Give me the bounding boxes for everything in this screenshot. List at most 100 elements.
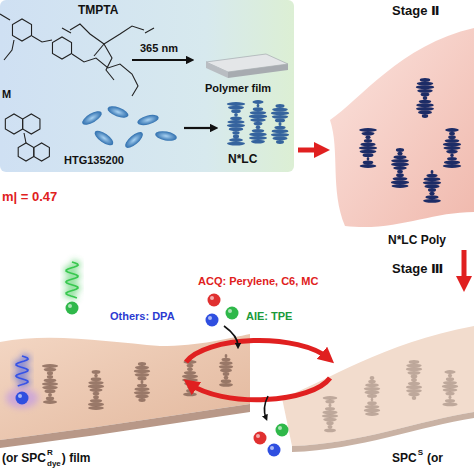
- helix-stack-part: [406, 389, 422, 393]
- cycle-arrow-part: [186, 340, 328, 362]
- helix-stack-part: [444, 370, 455, 374]
- helix-stack-part: [443, 388, 458, 392]
- helix-stack-part: [234, 113, 238, 117]
- dye-molecule-part: [226, 307, 239, 320]
- helix-stack-part: [220, 369, 232, 373]
- material-label: N*LC: [228, 153, 257, 167]
- dye-molecule-part: [278, 426, 282, 430]
- helix-stack-part: [322, 414, 338, 418]
- helix-stack-part: [411, 375, 418, 379]
- chemical-structure-part: [4, 40, 14, 60]
- helix-stack-part: [271, 133, 289, 137]
- helix-stack-part: [363, 153, 374, 157]
- helix-stack-part: [249, 133, 267, 137]
- helix-stack-part: [365, 412, 379, 416]
- helix-stack-part: [359, 128, 377, 132]
- helix-stack-part: [391, 181, 409, 185]
- helix-stack-part: [409, 360, 420, 364]
- helix-stack-part: [325, 407, 335, 411]
- helix-stack-part: [223, 372, 230, 376]
- helix-stack-part: [411, 378, 417, 382]
- helix-stack-part: [365, 135, 370, 139]
- polymer-film-slab-part: [228, 64, 288, 78]
- helix-stack-part: [408, 393, 419, 397]
- helix-stack-part: [44, 389, 55, 393]
- helix-stack-part: [92, 370, 101, 374]
- helix-stack-part: [323, 418, 336, 422]
- helix-stack-part: [272, 129, 289, 133]
- helix-stack-part: [431, 170, 434, 174]
- helix-stack-part: [396, 148, 404, 152]
- helix-stack-part: [416, 107, 434, 111]
- helix-stack-part: [256, 125, 261, 129]
- chemical-structure-part: [0, 14, 10, 20]
- helix-stack-part: [397, 152, 402, 156]
- helix-stack-part: [275, 104, 284, 108]
- helix-stack-part: [360, 143, 375, 147]
- helix-stack-part: [423, 181, 441, 185]
- helix-stack-part: [326, 421, 333, 425]
- helix-stack-part: [90, 399, 102, 403]
- dye-molecule-part: [16, 392, 29, 405]
- helix-stack-part: [184, 371, 196, 375]
- helix-stack-part: [88, 406, 104, 410]
- dye-molecule-part: [256, 434, 260, 438]
- polymer-sheet-part: [330, 28, 474, 227]
- structure-label: M: [2, 88, 11, 101]
- helix-stack-part: [186, 389, 194, 393]
- helix-stack-part: [228, 106, 244, 110]
- helix-stack-part: [88, 381, 103, 385]
- helix-stack-part: [44, 379, 57, 383]
- helix-stack-part: [406, 364, 421, 368]
- process-arrow-part: [184, 127, 214, 129]
- helix-stack-part: [134, 391, 150, 395]
- helix-stack-part: [219, 383, 233, 387]
- stage-one-panel: [0, 0, 294, 172]
- helix-stack-part: [183, 393, 197, 397]
- helix-stack-part: [442, 403, 457, 407]
- dye-molecule-part: [68, 304, 72, 308]
- helix-stack-part: [227, 124, 245, 128]
- helix-stack-part: [224, 376, 229, 380]
- helix-stack-part: [225, 354, 228, 358]
- film-label: SPC: [392, 452, 417, 466]
- helix-stack-part: [412, 396, 417, 400]
- helix-stack-part: [416, 103, 434, 107]
- chiral-dopant-lens-part: [106, 104, 130, 120]
- material-label: Polymer film: [205, 82, 271, 95]
- helix-stack-part: [359, 146, 377, 150]
- film-label-sup: R: [47, 448, 53, 457]
- helix-stack-part: [323, 396, 338, 400]
- dye-molecule-part: [270, 446, 274, 450]
- helix-stack-part: [391, 163, 409, 167]
- dye-molecule-part: [66, 302, 79, 315]
- helix-stack-part: [443, 143, 461, 147]
- helix-stack-part: [229, 127, 244, 131]
- chemical-structure-part: [70, 24, 104, 44]
- helix-stack-part: [249, 136, 267, 140]
- helix-stack-part: [406, 367, 422, 371]
- film-label-sup: S: [418, 448, 423, 457]
- dye-molecule-part: [254, 432, 267, 445]
- helix-stack-part: [365, 405, 380, 409]
- helix-stack-part: [444, 161, 460, 165]
- helix-stack-part: [327, 425, 332, 429]
- helix-stack-part: [417, 82, 434, 86]
- helix-stack-part: [368, 380, 376, 384]
- helix-stack-part: [91, 377, 102, 381]
- helix-stack-part: [46, 397, 54, 401]
- helix-stack-part: [447, 157, 457, 161]
- helix-stack-part: [278, 122, 281, 126]
- dye-film: [0, 334, 250, 448]
- helix-stack-part: [393, 155, 406, 159]
- helix-stack-part: [44, 368, 57, 372]
- helix-stack-part: [391, 184, 408, 188]
- helix-stack-part: [371, 398, 374, 402]
- uv-arrow: [132, 60, 190, 61]
- chemical-structure-part: [32, 36, 52, 42]
- film-label-sub: dye: [47, 459, 61, 468]
- helix-stack-part: [367, 394, 377, 398]
- helix-stack-part: [364, 139, 372, 143]
- helix-stack-part: [93, 392, 100, 396]
- helix-stack-part: [187, 367, 193, 371]
